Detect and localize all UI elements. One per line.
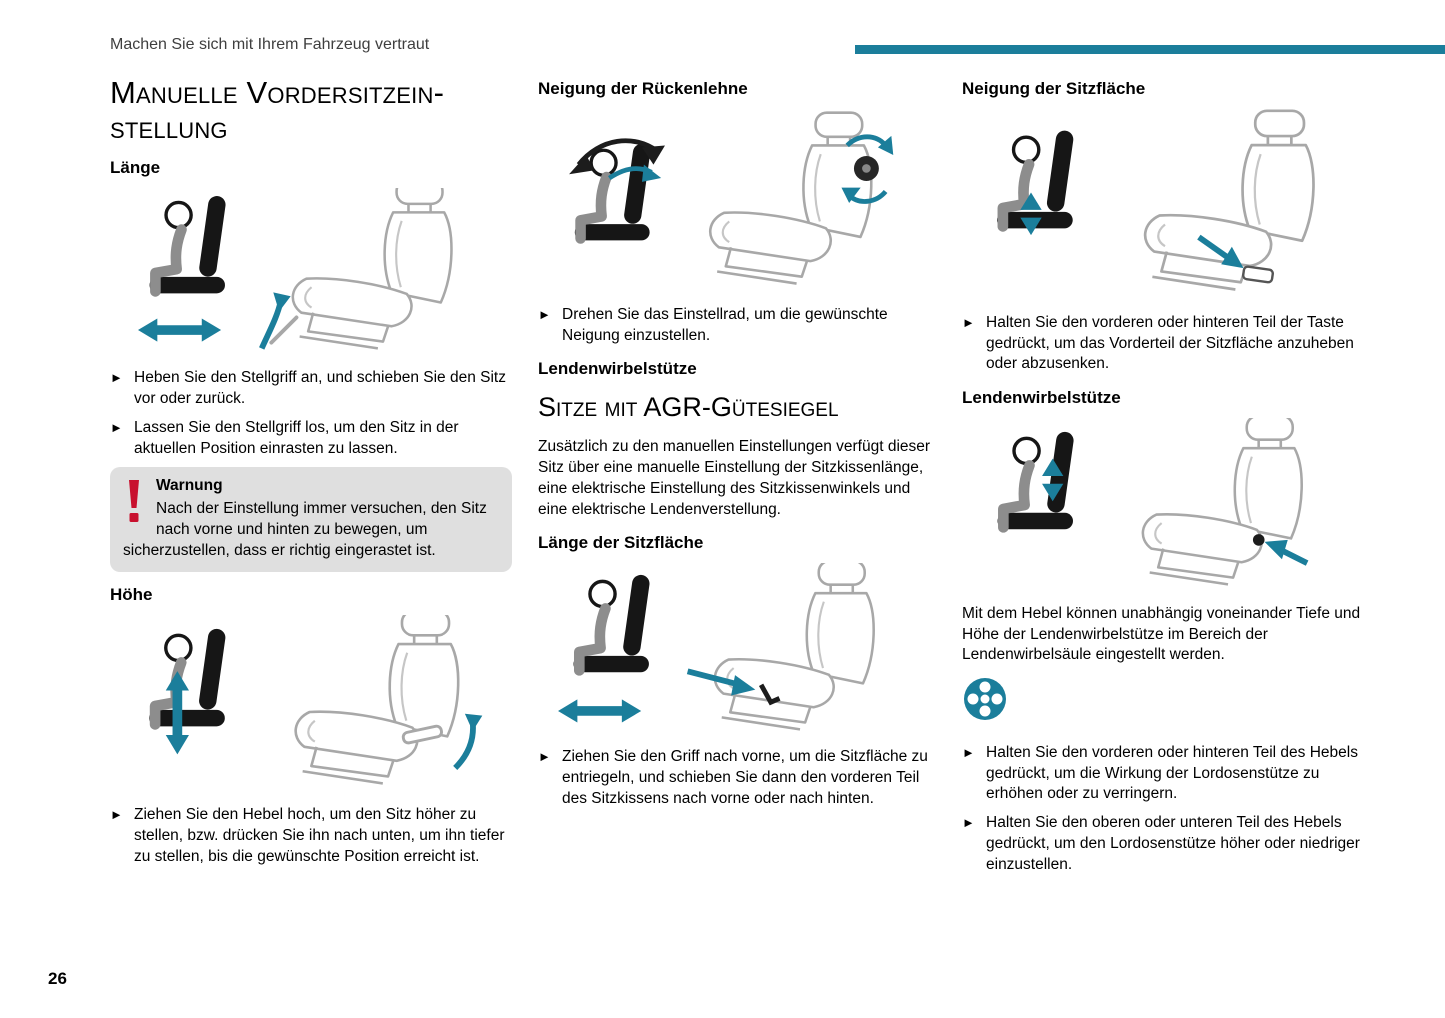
list-item: ► Halten Sie den vorderen oder hinteren … — [962, 743, 1362, 805]
bullet-arrow-icon: ► — [110, 807, 123, 823]
instruction-text: Halten Sie den oberen oder unteren Teil … — [986, 814, 1360, 873]
page-number: 26 — [48, 969, 67, 988]
seat-person-icon — [149, 628, 226, 727]
teal-arrow-head — [641, 164, 662, 182]
instruction-text: Ziehen Sie den Griff nach vorne, um die … — [562, 748, 928, 807]
section-heading-laenge: Länge — [110, 158, 161, 178]
agr-paragraph: Zusätzlich zu den manuellen Einstellunge… — [538, 438, 931, 518]
column-right: Neigung der Sitzfläche ► Halten Sie den … — [962, 76, 1362, 883]
curved-arrow-head — [464, 713, 483, 732]
instruction-text: Heben Sie den Stellgriff an, und schiebe… — [134, 369, 506, 407]
list-item: ► Halten Sie den vorderen oder hinteren … — [962, 313, 1362, 375]
seat-side-view-drawing — [291, 188, 453, 350]
warning-box: Warnung Nach der Einstellung immer versu… — [110, 467, 512, 573]
seat-length-illustration — [138, 188, 453, 350]
teal-arrow-icon — [686, 668, 741, 688]
backrest-tilt-illustration — [569, 111, 894, 285]
teal-arrow-head — [1221, 246, 1244, 268]
lumbar-control-icon — [964, 678, 1006, 721]
instruction-text: Drehen Sie das Einstellrad, um die gewün… — [562, 305, 888, 344]
section-heading-lendenwirbelstuetze-right: Lendenwirbelstütze — [962, 388, 1121, 408]
instruction-text: Ziehen Sie den Hebel hoch, um den Sitz h… — [134, 806, 505, 865]
up-triangle-icon — [1020, 192, 1042, 210]
page-title-line1: Manuelle Vordersitzein- — [110, 75, 445, 110]
agr-section-title: Sitze mit AGR-Gütesiegel — [538, 392, 839, 423]
seat-side-view-drawing — [1141, 417, 1303, 586]
dial-arrow-upper — [845, 134, 888, 148]
list-item: ► Ziehen Sie den Hebel hoch, um den Sitz… — [110, 805, 512, 867]
page-title-line2: stellung — [110, 109, 228, 145]
lumbar-control-icon-wrap — [962, 676, 1362, 729]
horizontal-double-arrow-icon — [558, 699, 642, 723]
section-heading-neigung-sitzflaeche: Neigung der Sitzfläche — [962, 79, 1146, 98]
seat-side-view-drawing — [294, 615, 460, 785]
down-triangle-icon — [1042, 483, 1064, 502]
dial-arrow-lower-head — [841, 187, 861, 203]
sitzlaenge-instructions: ► Ziehen Sie den Griff nach vorne, um di… — [538, 747, 932, 809]
warning-title: Warnung — [156, 477, 223, 495]
section-heading-hoehe: Höhe — [110, 585, 153, 605]
horizontal-double-arrow-icon — [138, 318, 222, 342]
bullet-arrow-icon: ► — [962, 744, 975, 760]
instruction-text: Halten Sie den vorderen oder hinteren Te… — [986, 313, 1354, 373]
laenge-instructions: ► Heben Sie den Stellgriff an, und schie… — [110, 368, 512, 459]
recline-dial-center — [862, 163, 871, 173]
bullet-arrow-icon: ► — [962, 314, 975, 330]
bullet-arrow-icon: ► — [538, 306, 551, 322]
cushion-tilt-illustration — [962, 109, 1315, 291]
warning-exclamation-icon — [129, 480, 139, 523]
tilt-arrow-head-right — [641, 145, 665, 165]
cushion-length-illustration — [558, 563, 875, 731]
neigung-sitzflaeche-instructions: ► Halten Sie den vorderen oder hinteren … — [962, 313, 1362, 375]
lumbar-knob — [1252, 533, 1265, 546]
column-left: Manuelle Vordersitzein-stellung Länge ► … — [110, 75, 512, 875]
lumbar-support-illustration — [962, 417, 1309, 586]
seat-person-icon — [998, 431, 1075, 530]
seat-person-icon — [574, 574, 651, 672]
bullet-arrow-icon: ► — [110, 370, 123, 386]
column-middle: Neigung der Rückenlehne ► Drehen Sie das… — [538, 76, 932, 817]
cushion-release-handle — [758, 683, 781, 706]
lumbar-instructions: ► Halten Sie den vorderen oder hinteren … — [962, 743, 1362, 876]
rueckenlehne-instructions: ► Drehen Sie das Einstellrad, um die gew… — [538, 305, 932, 347]
section-heading-lendenwirbelstuetze-mid: Lendenwirbelstütze — [538, 359, 697, 379]
down-triangle-icon — [1020, 217, 1042, 235]
curved-arrow-head — [273, 292, 291, 312]
list-item: ► Heben Sie den Stellgriff an, und schie… — [110, 368, 512, 410]
bullet-arrow-icon: ► — [538, 749, 551, 765]
curved-arrow-icon — [453, 721, 476, 771]
list-item: ► Drehen Sie das Einstellrad, um die gew… — [538, 305, 932, 347]
list-item: ► Halten Sie den oberen oder unteren Tei… — [962, 813, 1362, 875]
section-heading-sitzflaeche-laenge: Länge der Sitzfläche — [538, 533, 704, 553]
list-item: ► Lassen Sie den Stellgriff los, um den … — [110, 418, 512, 460]
height-lever — [401, 724, 443, 745]
bullet-arrow-icon: ► — [110, 419, 123, 435]
seat-side-view-drawing — [713, 563, 875, 731]
lumbar-paragraph: Mit dem Hebel können unabhängig voneinan… — [962, 604, 1361, 664]
instruction-text: Lassen Sie den Stellgriff los, um den Si… — [134, 418, 459, 457]
teal-arrow-head — [731, 675, 756, 696]
list-item: ► Ziehen Sie den Griff nach vorne, um di… — [538, 747, 932, 809]
page-title: Manuelle Vordersitzein-stellung — [110, 75, 512, 145]
teal-arrow-head — [1264, 539, 1288, 560]
tilt-rocker-switch — [1241, 265, 1274, 284]
instruction-text: Halten Sie den vorderen oder hinteren Te… — [986, 743, 1358, 803]
header-accent-bar — [855, 45, 1445, 54]
breadcrumb: Machen Sie sich mit Ihrem Fahrzeug vertr… — [110, 36, 430, 53]
adjust-handle — [269, 315, 299, 345]
up-triangle-icon — [1042, 458, 1064, 476]
bullet-arrow-icon: ► — [962, 815, 975, 831]
warning-text: Nach der Einstellung immer versuchen, de… — [123, 500, 487, 559]
dial-arrow-upper-head — [877, 135, 894, 155]
tilt-arrow-head-left — [569, 154, 594, 174]
seat-height-illustration — [110, 615, 483, 785]
section-heading-rueckenlehne: Neigung der Rückenlehne — [538, 79, 748, 98]
hoehe-instructions: ► Ziehen Sie den Hebel hoch, um den Sitz… — [110, 805, 512, 867]
seat-person-icon — [150, 195, 227, 293]
seat-person-icon — [997, 129, 1074, 228]
